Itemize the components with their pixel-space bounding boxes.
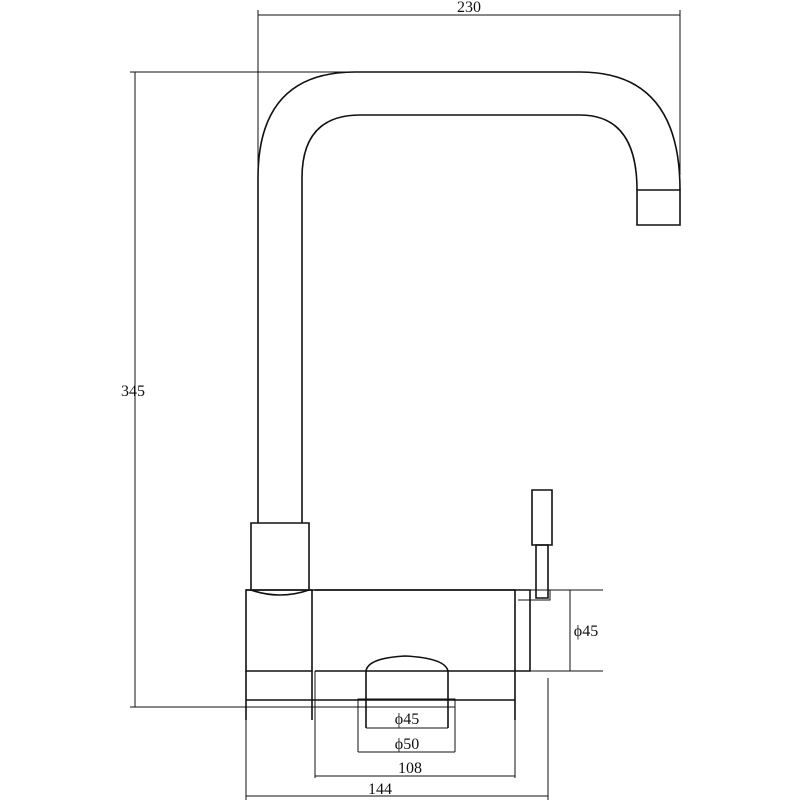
label-base-outer-diameter: ϕ50 [395, 736, 419, 753]
neck-collar [250, 522, 310, 596]
label-total-length: 144 [368, 781, 392, 798]
spout-inner-edge [301, 114, 638, 523]
faucet-outline [245, 71, 681, 728]
label-top-width: 230 [457, 0, 481, 16]
label-base-inner-diameter: ϕ45 [395, 711, 419, 728]
dimension-lines [130, 10, 681, 800]
label-handle-diameter: ϕ45 [574, 623, 598, 640]
spout-tip [636, 189, 681, 226]
handle-cap [515, 589, 531, 672]
mixer-body-left [245, 589, 313, 672]
base-stem [245, 671, 516, 720]
lever-grip [531, 489, 553, 546]
dimension-labels: 230 345 ϕ45 ϕ45 ϕ50 108 144 [121, 0, 598, 798]
spout-outer-edge [257, 71, 681, 523]
lever-stem [535, 544, 549, 599]
label-height: 345 [121, 383, 145, 400]
base-dome [365, 655, 449, 672]
mixer-body-right [315, 589, 516, 672]
label-body-length: 108 [398, 760, 422, 777]
